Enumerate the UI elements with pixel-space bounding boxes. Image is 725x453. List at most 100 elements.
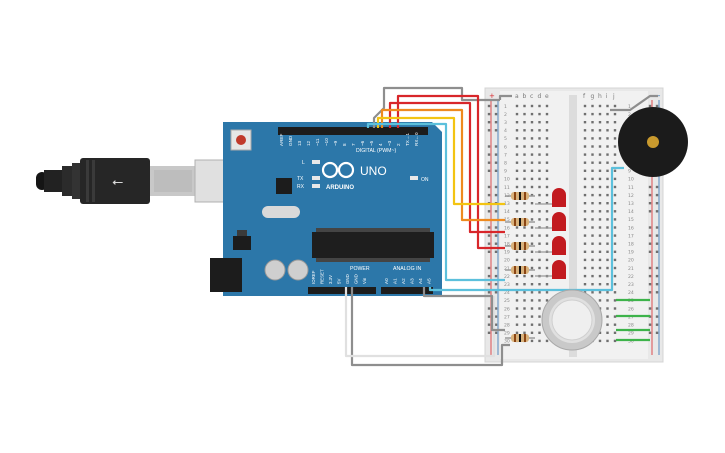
wire-orange[interactable]	[380, 108, 505, 222]
breadboard-hole[interactable]	[606, 121, 609, 124]
breadboard-hole[interactable]	[598, 234, 602, 237]
breadboard-hole[interactable]	[538, 169, 541, 172]
breadboard-hole[interactable]	[515, 137, 519, 140]
breadboard-hole[interactable]	[606, 185, 609, 189]
wire-gray-a0[interactable]	[422, 287, 505, 332]
breadboard-hole[interactable]	[530, 226, 534, 229]
breadboard-hole[interactable]	[538, 242, 541, 245]
breadboard-hole[interactable]	[598, 137, 602, 140]
breadboard-hole[interactable]	[515, 291, 519, 294]
rail-hole[interactable]	[494, 250, 498, 253]
breadboard-hole[interactable]	[591, 137, 594, 140]
breadboard-hole[interactable]	[545, 299, 549, 302]
breadboard-hole[interactable]	[515, 283, 519, 286]
breadboard-hole[interactable]	[545, 169, 549, 172]
breadboard-hole[interactable]	[538, 177, 541, 181]
breadboard-hole[interactable]	[545, 266, 549, 270]
breadboard-hole[interactable]	[515, 129, 519, 132]
breadboard-hole[interactable]	[606, 202, 609, 205]
breadboard-hole[interactable]	[591, 145, 594, 148]
breadboard-hole[interactable]	[530, 161, 534, 164]
rail-hole[interactable]	[487, 104, 491, 108]
breadboard-hole[interactable]	[598, 266, 602, 270]
resistor-4[interactable]	[505, 266, 535, 274]
breadboard-hole[interactable]	[523, 307, 526, 310]
rail-hole[interactable]	[487, 250, 491, 253]
breadboard-hole[interactable]	[598, 226, 602, 229]
breadboard-hole[interactable]	[530, 258, 534, 262]
breadboard-hole[interactable]	[583, 226, 587, 229]
breadboard-hole[interactable]	[538, 218, 541, 221]
breadboard-hole[interactable]	[523, 161, 526, 164]
breadboard-hole[interactable]	[545, 137, 549, 140]
breadboard-hole[interactable]	[583, 234, 587, 237]
breadboard-hole[interactable]	[538, 258, 541, 262]
breadboard-hole[interactable]	[545, 193, 549, 197]
breadboard-hole[interactable]	[530, 266, 534, 270]
wire-blue-top[interactable]	[366, 122, 505, 282]
rail-hole[interactable]	[648, 323, 652, 326]
breadboard-hole[interactable]	[545, 153, 549, 156]
breadboard-hole[interactable]	[606, 274, 609, 278]
rail-hole[interactable]	[648, 226, 652, 229]
led-2[interactable]	[535, 212, 566, 231]
breadboard-hole[interactable]	[530, 274, 534, 278]
breadboard-hole[interactable]	[515, 331, 519, 334]
breadboard-hole[interactable]	[530, 104, 534, 108]
breadboard-hole[interactable]	[606, 291, 609, 294]
breadboard-hole[interactable]	[591, 121, 594, 124]
breadboard-hole[interactable]	[530, 299, 534, 302]
rail-hole[interactable]	[655, 307, 659, 310]
breadboard-hole[interactable]	[613, 112, 617, 116]
breadboard-hole[interactable]	[583, 137, 587, 140]
rail-hole[interactable]	[655, 185, 659, 189]
breadboard-hole[interactable]	[613, 299, 617, 302]
breadboard-hole[interactable]	[598, 331, 602, 334]
wire-gray-buzzer[interactable]	[610, 94, 658, 112]
breadboard-hole[interactable]	[538, 307, 541, 310]
breadboard-hole[interactable]	[538, 121, 541, 124]
wire-yellow[interactable]	[376, 116, 505, 206]
breadboard-hole[interactable]	[515, 226, 519, 229]
breadboard-hole[interactable]	[523, 250, 526, 253]
breadboard-hole[interactable]	[538, 283, 541, 286]
breadboard-hole[interactable]	[530, 307, 534, 310]
breadboard-hole[interactable]	[606, 323, 609, 326]
breadboard-hole[interactable]	[606, 331, 609, 334]
breadboard-hole[interactable]	[591, 242, 594, 245]
breadboard-hole[interactable]	[538, 339, 541, 343]
wire-gray-5v[interactable]	[350, 287, 510, 367]
breadboard-hole[interactable]	[591, 266, 594, 270]
rail-hole[interactable]	[487, 129, 491, 132]
breadboard-hole[interactable]	[538, 104, 541, 108]
breadboard-hole[interactable]	[583, 121, 587, 124]
breadboard-hole[interactable]	[606, 250, 609, 253]
breadboard-hole[interactable]	[530, 129, 534, 132]
breadboard-hole[interactable]	[523, 129, 526, 132]
breadboard-hole[interactable]	[538, 137, 541, 140]
rail-hole[interactable]	[655, 104, 659, 108]
breadboard-hole[interactable]	[523, 210, 526, 213]
rail-hole[interactable]	[648, 210, 652, 213]
breadboard-hole[interactable]	[523, 145, 526, 148]
rail-hole[interactable]	[648, 242, 652, 245]
breadboard-hole[interactable]	[606, 145, 609, 148]
rail-hole[interactable]	[487, 121, 491, 124]
breadboard-hole[interactable]	[613, 274, 617, 278]
breadboard-hole[interactable]	[538, 234, 541, 237]
rail-hole[interactable]	[655, 331, 659, 334]
led-1[interactable]	[535, 188, 566, 207]
piezo-buzzer[interactable]	[618, 107, 688, 177]
breadboard-hole[interactable]	[606, 266, 609, 270]
rail-hole[interactable]	[494, 193, 498, 197]
breadboard-hole[interactable]	[515, 234, 519, 237]
breadboard-hole[interactable]	[515, 145, 519, 148]
rail-hole[interactable]	[494, 234, 498, 237]
breadboard-hole[interactable]	[530, 112, 534, 116]
breadboard-hole[interactable]	[598, 274, 602, 278]
breadboard-hole[interactable]	[538, 291, 541, 294]
breadboard-hole[interactable]	[583, 145, 587, 148]
breadboard-hole[interactable]	[530, 291, 534, 294]
breadboard-hole[interactable]	[598, 104, 602, 108]
breadboard-hole[interactable]	[523, 185, 526, 189]
